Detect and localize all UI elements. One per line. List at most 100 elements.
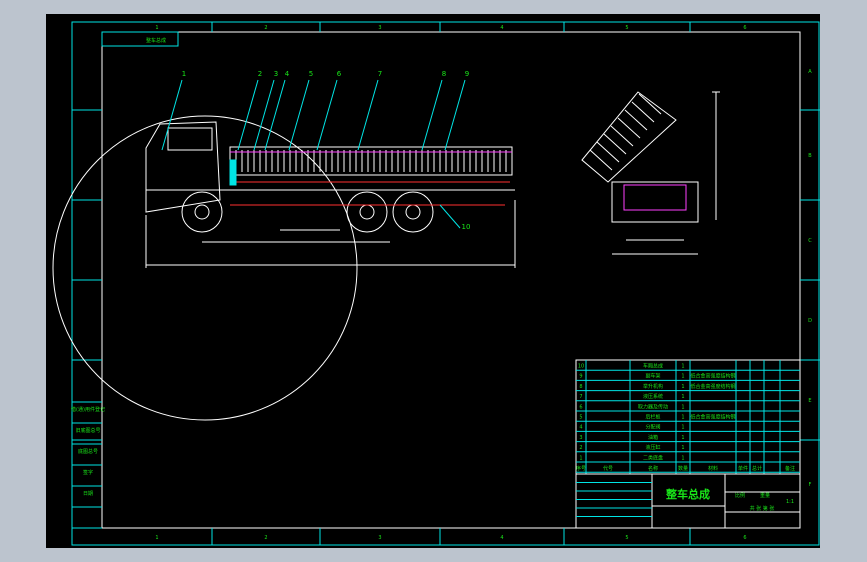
bom-row-name: 车厢总成 [643, 363, 663, 370]
bom-row-qty: 1 [681, 445, 684, 451]
leader-line [253, 79, 275, 151]
bom-row-name: 二类底盘 [643, 454, 663, 461]
balloon-number: 1 [182, 70, 186, 78]
zone-column-label: 3 [378, 25, 381, 31]
zone-column-label: 3 [378, 535, 381, 541]
zone-row-label: E [808, 398, 811, 404]
zone-column-label: 4 [500, 535, 503, 541]
zone-column-label: 2 [264, 535, 267, 541]
bom-row-number: 10 [578, 364, 584, 370]
leader-line [439, 204, 461, 229]
bom-row-name: 取力器及传动 [638, 403, 668, 410]
bom-row-name: 副车架 [645, 373, 660, 380]
bom-row-number: 6 [579, 404, 582, 410]
detail-circle [52, 115, 358, 421]
balloon-number: 10 [462, 223, 471, 231]
tipped-body-outline [581, 91, 677, 183]
drawing-number-text: 整车总成 [146, 37, 166, 44]
leader-line [357, 79, 379, 151]
bom-row-name: 油箱 [648, 434, 658, 441]
bom-row-number: 8 [579, 384, 582, 390]
body-rib [624, 109, 648, 131]
bom-row-qty: 1 [681, 455, 684, 461]
zone-row-label: B [808, 153, 812, 159]
wheel [181, 191, 223, 233]
leader-line [421, 79, 443, 151]
zone-column-label: 1 [155, 535, 158, 541]
zone-column-label: 4 [500, 25, 503, 31]
left-block-label: 底图总号 [78, 448, 98, 455]
bom-row-name: 后栏板 [645, 414, 660, 421]
zone-column-label: 1 [155, 25, 158, 31]
zone-row-label: F [809, 482, 812, 488]
zone-column-label: 5 [625, 25, 628, 31]
inner-border [101, 31, 801, 529]
bom-row-name: 分配阀 [645, 424, 660, 431]
left-block-label: 借(通)用件登记 [71, 406, 105, 413]
bom-row-qty: 1 [681, 435, 684, 441]
bom-row-qty: 1 [681, 394, 684, 400]
bom-row-number: 9 [579, 374, 582, 380]
zone-column-label: 5 [625, 535, 628, 541]
zone-column-label: 6 [743, 25, 746, 31]
bom-row-name: 举升机构 [643, 383, 663, 390]
bom-row-material: 低合金高强度结构钢 [690, 414, 735, 421]
weight-label: 重量 [760, 492, 770, 499]
left-block-label: 签字 [83, 469, 93, 476]
bom-header-cell: 序号 [576, 465, 586, 472]
left-block-label: 旧底图总号 [75, 427, 100, 434]
body-rib [589, 149, 613, 171]
bom-row-number: 1 [579, 455, 582, 461]
bom-row-name: 液压缸 [645, 444, 660, 451]
balloon-number: 6 [337, 70, 342, 78]
bom-header-cell: 单件 [738, 465, 748, 472]
left-block-label: 日期 [83, 491, 93, 497]
balloon-number: 8 [442, 70, 446, 78]
wheel-hub [405, 204, 421, 220]
scale-value: 1:1 [786, 499, 794, 505]
bom-row-material: 低合金高强度结构钢 [690, 383, 735, 390]
body-rib [596, 141, 620, 163]
bom-header-cell: 总计 [752, 465, 762, 472]
body-rib [603, 133, 627, 155]
title-block [575, 473, 801, 529]
body-rib [610, 125, 634, 147]
body-rib [631, 101, 655, 123]
zone-column-label: 6 [743, 535, 746, 541]
bom-row-number: 5 [579, 415, 582, 421]
leader-line [264, 79, 286, 151]
balloon-number: 7 [378, 70, 382, 78]
bom-header-cell: 代号 [603, 465, 613, 472]
bom-row-name: 液压系统 [643, 393, 663, 400]
bom-row-qty: 1 [681, 425, 684, 431]
leader-line [237, 79, 259, 151]
body-rib [638, 93, 662, 115]
zone-column-label: 2 [264, 25, 267, 31]
drawing-canvas: 112233445566ABCDEF整车总成借(通)用件登记旧底图总号底图总号签… [52, 21, 820, 546]
bom-row-qty: 1 [681, 404, 684, 410]
sheet-label: 共 张 第 张 [750, 505, 775, 512]
bom-table [575, 359, 801, 475]
bom-row-qty: 1 [681, 415, 684, 421]
bom-row-qty: 1 [681, 374, 684, 380]
body-rib [617, 117, 641, 139]
balloon-number: 5 [309, 70, 313, 78]
bom-header-cell: 材料 [708, 465, 718, 472]
drawing-title: 整车总成 [665, 487, 710, 501]
leader-line [288, 79, 310, 151]
hydraulic-cylinder [229, 159, 237, 186]
bom-row-number: 7 [579, 394, 582, 400]
wheel-hub [359, 204, 375, 220]
cab-outline [145, 121, 221, 213]
balloon-number: 4 [285, 70, 290, 78]
bom-row-qty: 1 [681, 384, 684, 390]
bom-row-number: 2 [579, 445, 582, 451]
bom-header-cell: 名称 [648, 465, 658, 472]
bom-row-number: 3 [579, 435, 582, 441]
leader-line [444, 79, 466, 151]
zone-row-label: D [808, 318, 812, 324]
wheel [346, 191, 388, 233]
balloon-number: 9 [465, 70, 469, 78]
bom-row-material: 低合金高强度结构钢 [690, 373, 735, 380]
